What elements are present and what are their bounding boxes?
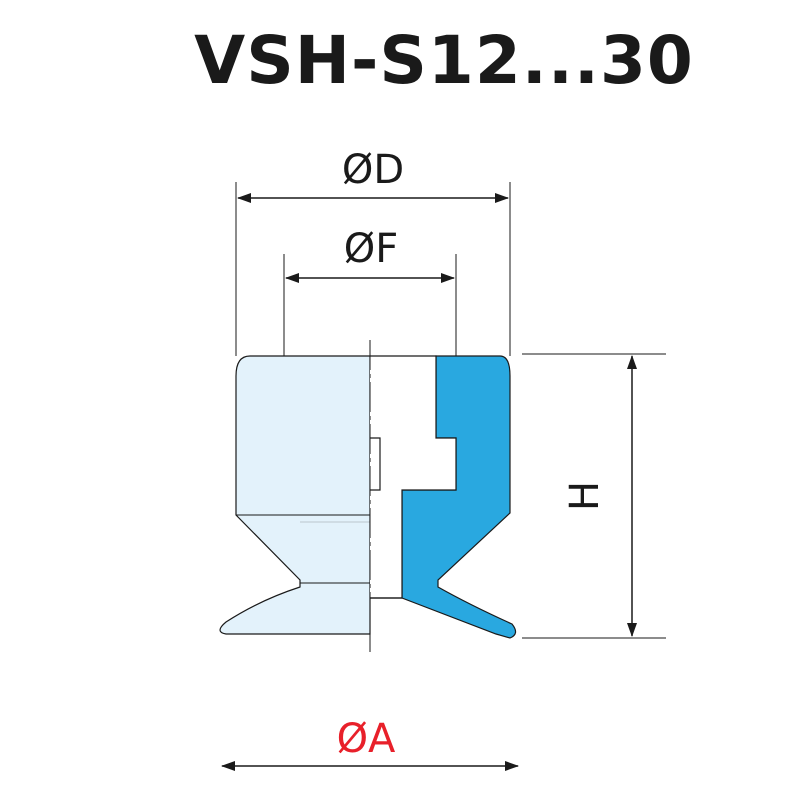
label-diameter-d: ØD <box>342 147 404 193</box>
cup-section-blue <box>401 355 517 639</box>
label-height-h: H <box>562 481 608 511</box>
label-diameter-f: ØF <box>344 226 399 272</box>
cup-inner-cavity <box>370 355 457 599</box>
product-title: VSH-S12...30 <box>194 22 694 99</box>
cup-body-light <box>219 355 371 635</box>
cup-bore-notch <box>370 437 381 491</box>
label-diameter-a: ØA <box>337 716 396 762</box>
